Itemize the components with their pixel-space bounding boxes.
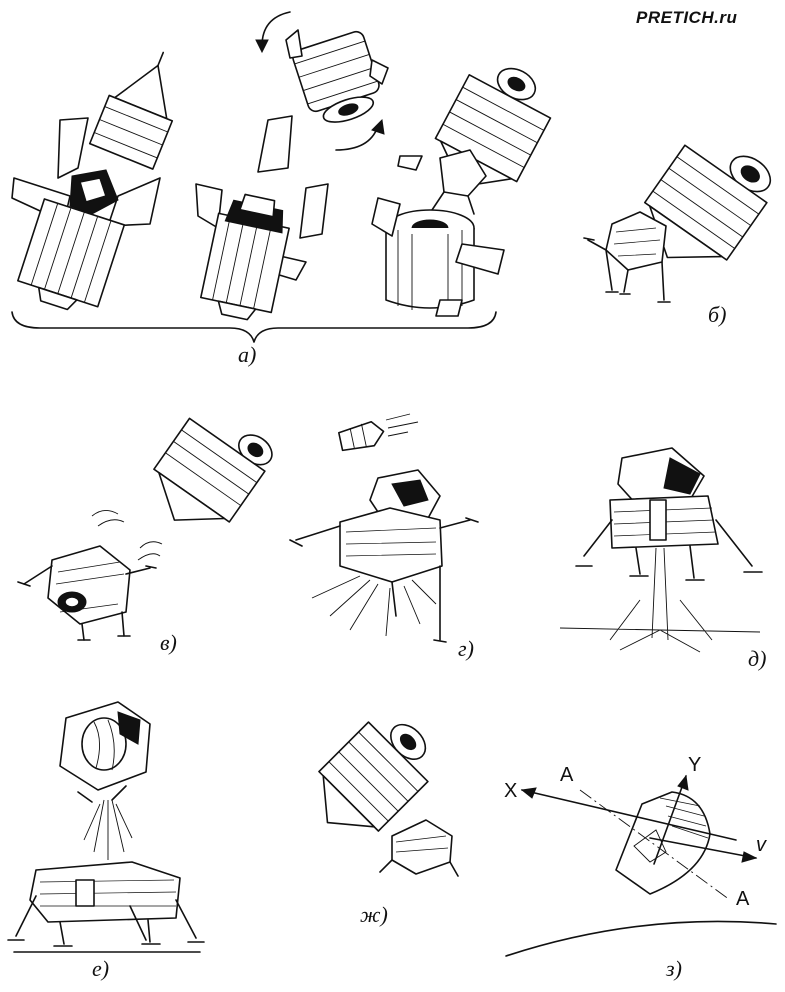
a-a-line bbox=[579, 789, 731, 901]
panel-label-b: б) bbox=[708, 302, 727, 327]
command-module-capsule bbox=[615, 791, 711, 895]
panel-b-csm-lm-docked bbox=[583, 144, 772, 303]
panel-label-e: е) bbox=[92, 956, 110, 981]
v-vector-arrow bbox=[649, 837, 757, 859]
panel-label-v: в) bbox=[160, 630, 177, 655]
axis-label-a-bottom: A bbox=[736, 888, 750, 910]
panel-a-transposition-sequence bbox=[11, 11, 552, 343]
axis-label-v: v bbox=[756, 834, 766, 856]
x-axis-arrow bbox=[521, 789, 737, 841]
panel-label-d: д) bbox=[748, 646, 767, 671]
panel-a-brace bbox=[11, 311, 497, 343]
csm-docked-to-lm-illustration bbox=[371, 67, 552, 317]
moon-surface-horizon bbox=[505, 920, 777, 957]
panel-d-lm-landing bbox=[559, 447, 763, 653]
panel-label-zh: ж) bbox=[360, 902, 388, 927]
panel-label-a: а) bbox=[238, 342, 257, 367]
csm-on-adapter-illustration bbox=[11, 51, 174, 311]
axis-label-y: Y bbox=[688, 754, 702, 776]
y-axis-arrow bbox=[653, 775, 687, 865]
panel-z-reentry bbox=[505, 774, 777, 957]
panel-label-z: з) bbox=[666, 956, 682, 981]
panel-v-separation bbox=[17, 417, 273, 641]
site-watermark: PRETICH.ru bbox=[636, 8, 738, 27]
axis-label-x: X bbox=[504, 780, 518, 802]
csm-turnaround-illustration bbox=[255, 11, 389, 151]
panel-zh-docked-return bbox=[318, 721, 459, 877]
panel-label-g: г) bbox=[458, 636, 474, 661]
adapter-panels-separating-illustration bbox=[195, 115, 329, 321]
axis-label-a-top: A bbox=[560, 764, 574, 786]
panel-e-ascent bbox=[7, 701, 205, 953]
panel-g-lm-descent bbox=[289, 413, 479, 643]
